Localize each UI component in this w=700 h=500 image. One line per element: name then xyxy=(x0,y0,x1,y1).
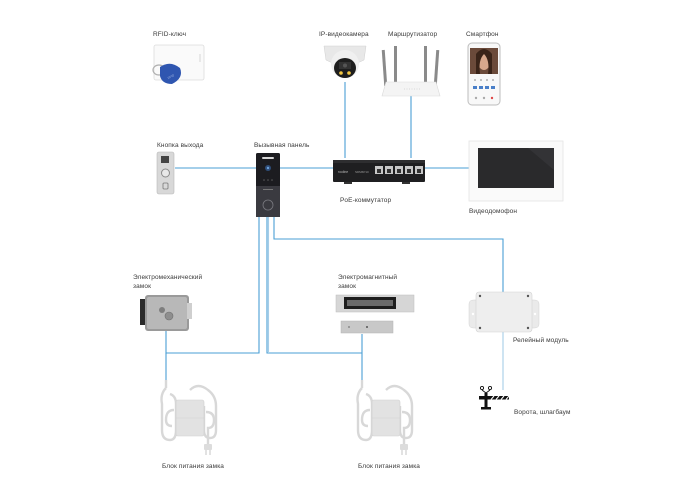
relay-module-icon xyxy=(468,291,540,333)
power-supply-label-2: Блок питания замка xyxy=(358,463,421,470)
svg-text:RFID: RFID xyxy=(167,73,176,80)
router-label: Маршрутизатор xyxy=(388,31,438,38)
wire-panel-electromag-lock xyxy=(266,216,362,354)
exit-button-label: Кнопка выхода xyxy=(157,142,204,149)
ip-camera-icon xyxy=(323,45,367,78)
wire-panel-relay xyxy=(273,216,504,292)
electromag-lock-label-1: Электромагнитный xyxy=(338,274,398,281)
call-panel-icon xyxy=(256,153,280,217)
power-supply-icon-2 xyxy=(356,380,414,455)
electromech-lock-icon xyxy=(140,295,192,331)
exit-button-icon xyxy=(156,151,175,195)
poe-switch-label: PoE-коммутатор xyxy=(340,197,392,204)
smartphone-label: Смартфон xyxy=(466,31,499,38)
relay-module-label: Релейный модуль xyxy=(513,337,569,344)
ip-camera-label: IP-видеокамера xyxy=(319,31,369,38)
wire-panel-electromech-lock xyxy=(165,216,260,354)
call-panel-label: Вызывная панель xyxy=(254,142,310,149)
power-supply-label-1: Блок питания замка xyxy=(162,463,225,470)
barrier-gate-icon xyxy=(479,385,510,410)
rfid-label: RFID-ключ xyxy=(153,31,187,38)
electromag-lock-icon xyxy=(335,294,415,334)
videophone-label: Видеодомофон xyxy=(469,208,518,215)
poe-switch-icon: rooline SDM6P10 xyxy=(333,160,425,184)
svg-text:rooline: rooline xyxy=(338,170,348,174)
electromech-lock-label-2: замок xyxy=(133,283,152,290)
videophone-icon xyxy=(468,140,564,202)
router-icon xyxy=(381,46,441,97)
power-supply-icon-1 xyxy=(160,380,218,455)
gate-label: Ворота, шлагбаум xyxy=(514,409,571,416)
rfid-key-icon: RFID xyxy=(152,44,205,84)
electromech-lock-label-1: Электромеханический xyxy=(133,274,203,281)
svg-text:SDM6P10: SDM6P10 xyxy=(355,170,369,174)
electromag-lock-label-2: замок xyxy=(338,283,357,290)
smartphone-icon xyxy=(467,42,501,106)
